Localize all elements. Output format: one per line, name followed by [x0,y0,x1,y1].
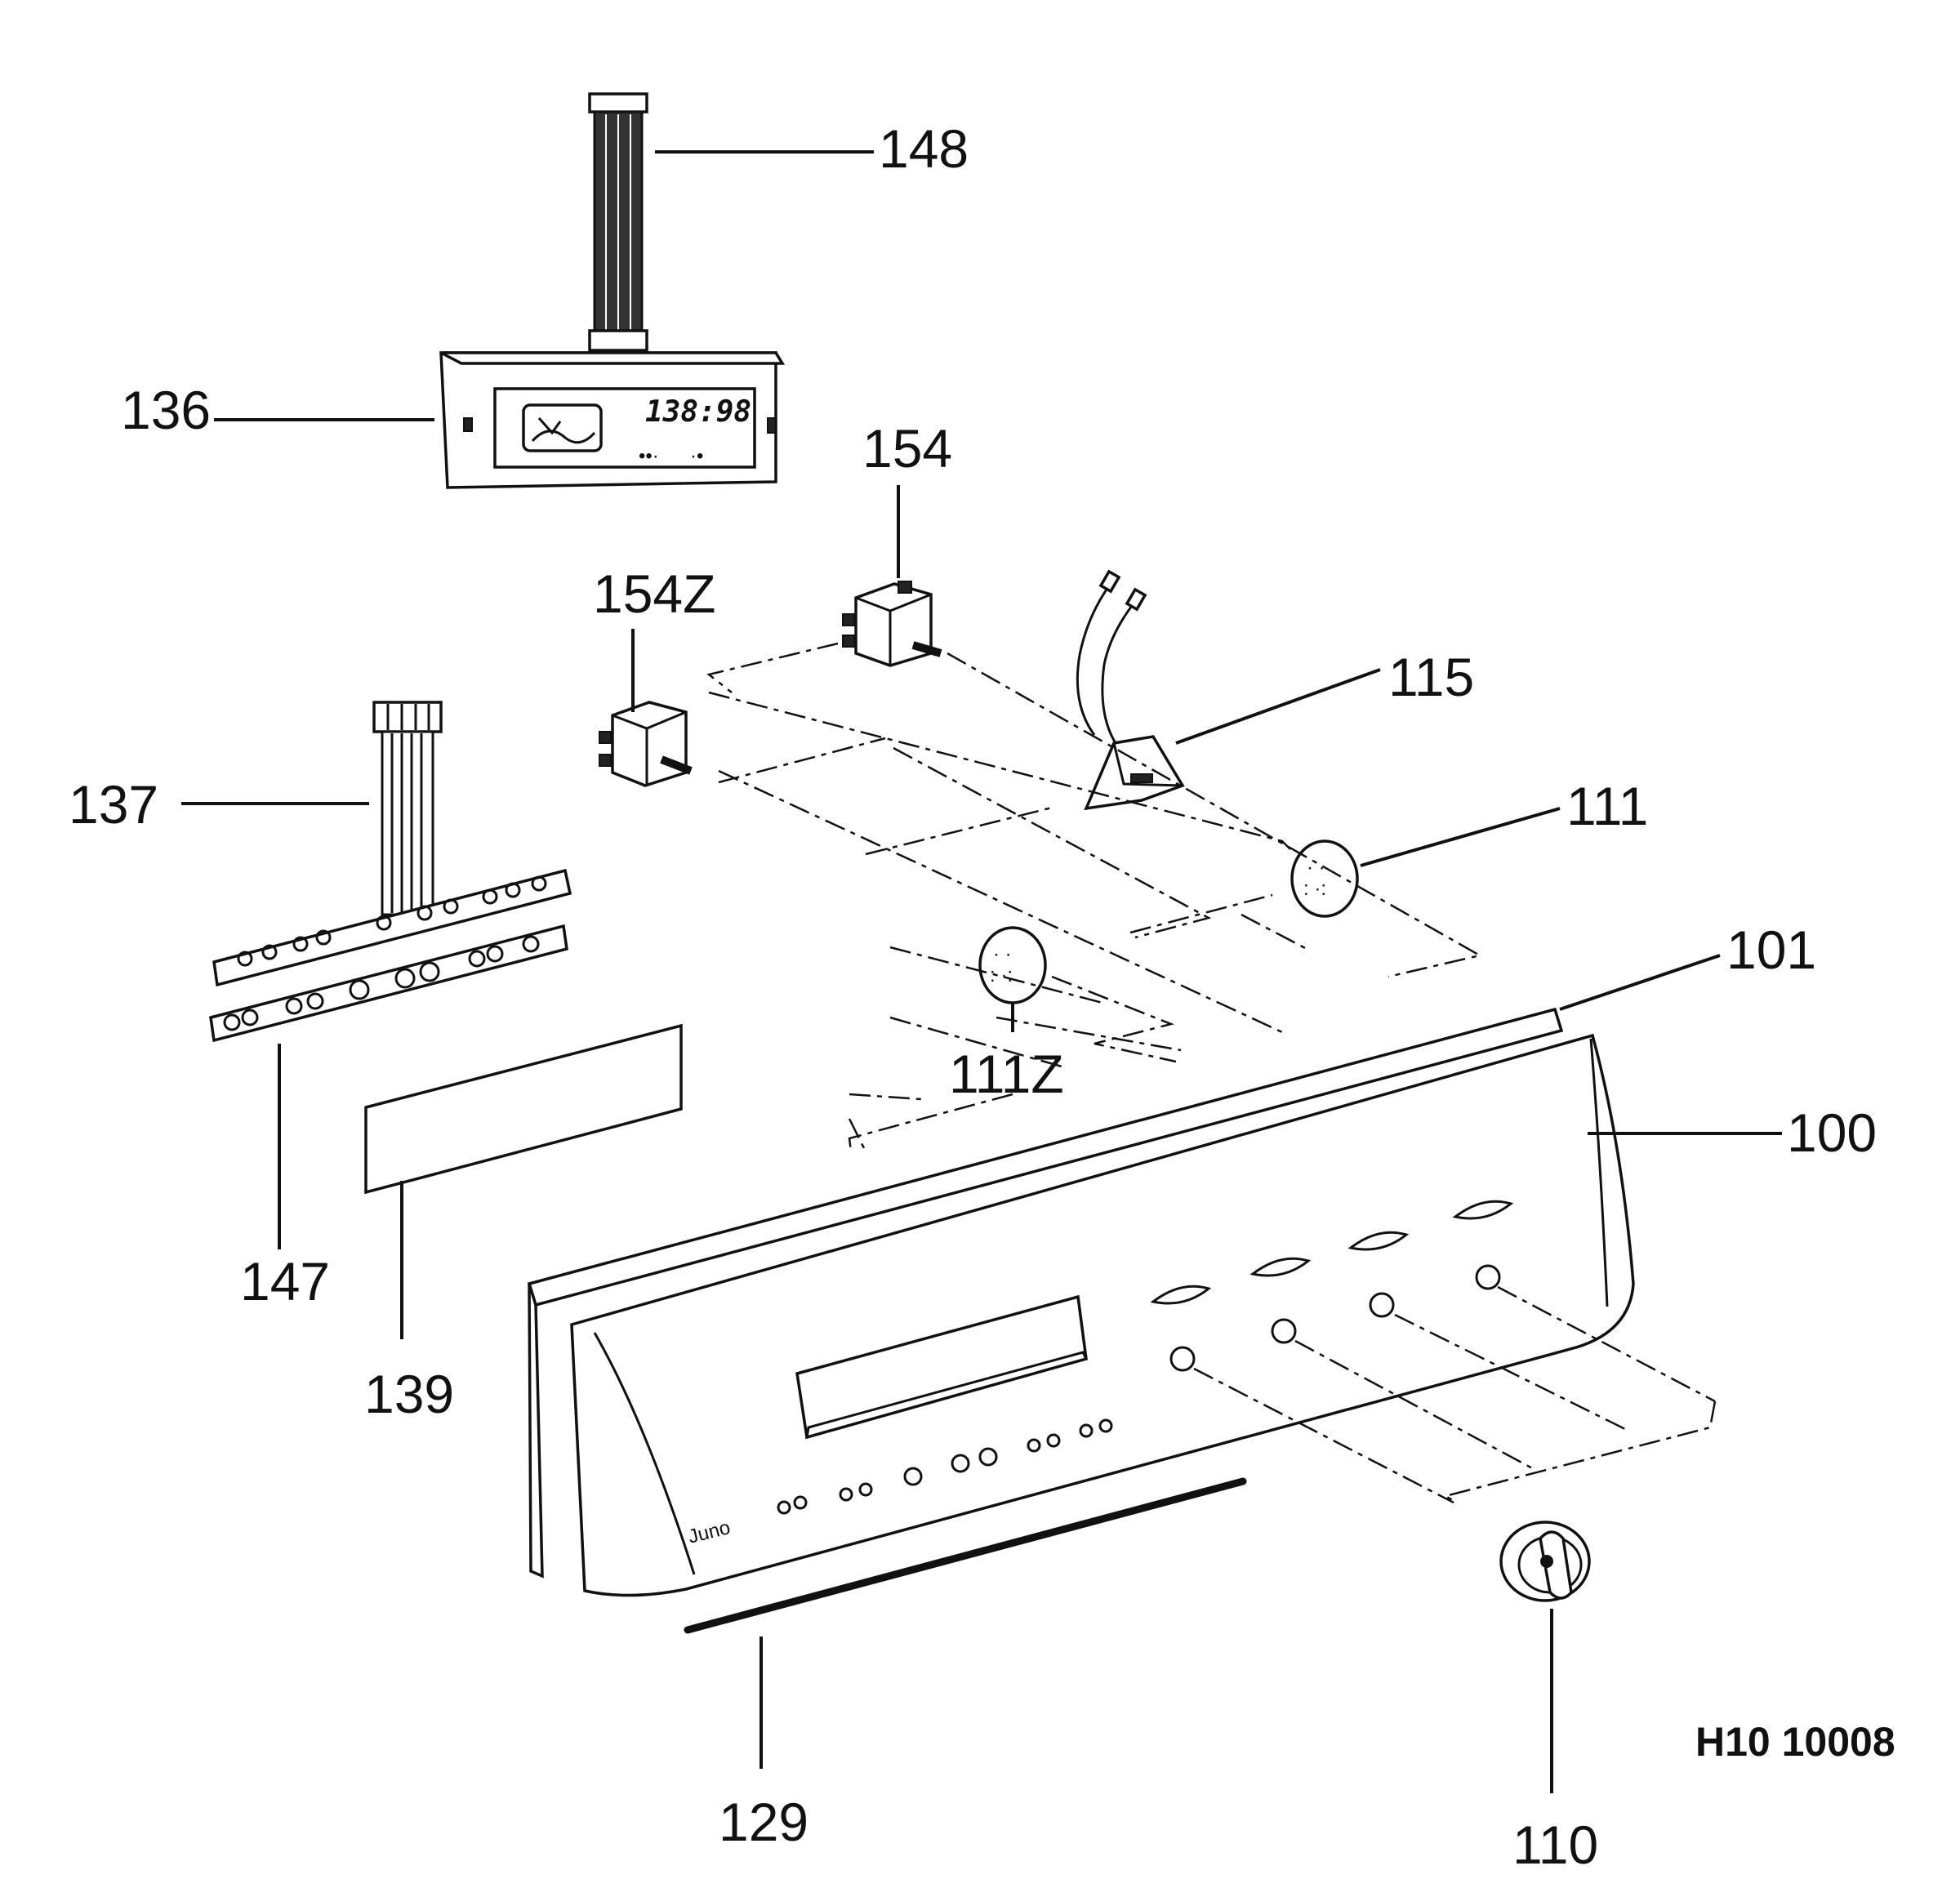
label-110: 110 [1512,1815,1598,1875]
part-115-lamp-holder [1076,569,1185,811]
part-139-label-strip [364,1023,683,1195]
part-154z-rotary-switch [599,701,693,787]
label-111: 111 [1566,776,1648,836]
part-136-timer-module: 138:98 ••· ·• [439,351,786,489]
label-129: 129 [719,1792,808,1852]
label-147: 147 [240,1251,330,1311]
part-labels: 148 136 154 154Z 115 137 111 101 111Z 10… [69,118,1877,1875]
svg-text:: ·:: : ·: [990,964,1013,986]
leader-lines [181,150,1782,1793]
label-100: 100 [1787,1102,1877,1163]
part-111-dial: · ·: ·: [1290,839,1359,918]
label-154: 154 [862,418,952,479]
label-137: 137 [69,774,158,835]
label-154z: 154Z [593,563,715,624]
assembly-guide-lines [706,642,1717,1504]
label-101: 101 [1726,920,1816,980]
svg-text:••·: ••· [639,445,659,467]
label-111z: 111Z [949,1044,1064,1104]
part-147-button-board [209,868,572,1043]
svg-text:: ·:: : ·: [1303,878,1326,900]
label-148: 148 [879,118,969,179]
part-137-ribbon-cable [372,701,443,916]
part-110-knob [1499,1521,1591,1602]
svg-text:· ·: · · [1307,857,1325,879]
lcd-readout: 138:98 [645,395,751,429]
part-129-trim-strip [684,1477,1247,1634]
part-100-control-panel: Juno [570,1033,1635,1597]
part-154-rotary-switch [842,581,942,667]
svg-text:· ·: · · [993,943,1012,965]
part-148-ribbon-cable [588,92,648,352]
drawing-reference: H10 10008 [1695,1719,1895,1765]
part-101-panel-frame [527,1007,1564,1579]
label-139: 139 [364,1364,454,1424]
part-111z-dial: · ·: ·: [978,926,1047,1004]
label-115: 115 [1388,647,1474,707]
svg-text:·•: ·• [690,445,703,467]
label-136: 136 [121,380,211,440]
